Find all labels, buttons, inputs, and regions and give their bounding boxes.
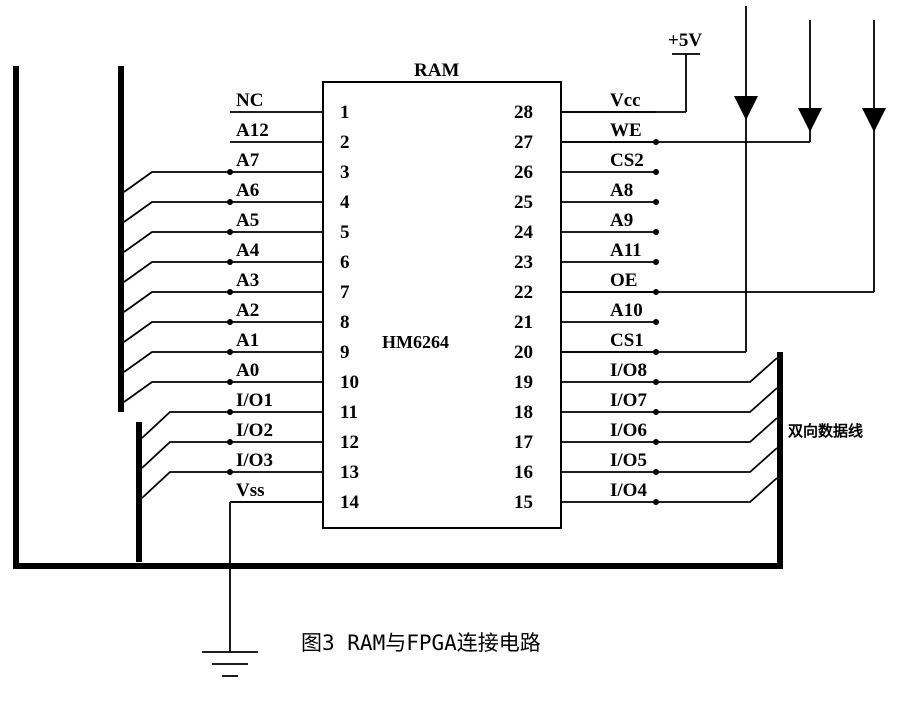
pin-name-left: I/O1 (236, 390, 273, 411)
pin-number-right: 18 (514, 402, 533, 423)
junction-dot (653, 319, 659, 325)
pin-name-left: A2 (236, 300, 259, 321)
pin-number-right: 20 (514, 342, 533, 363)
pin-number-left: 10 (340, 372, 359, 393)
arrow-down-icon (734, 96, 758, 120)
pin-name-right: CS2 (610, 150, 644, 171)
pin-name-right: A8 (610, 180, 633, 201)
pin-name-left: A7 (236, 150, 260, 171)
pin-name-right: Vcc (610, 90, 641, 111)
pin-name-left: I/O2 (236, 420, 273, 441)
pin-name-right: CS1 (610, 330, 644, 351)
pin-number-right: 26 (514, 162, 533, 183)
pin-name-left: Vss (236, 480, 265, 501)
junction-dot (653, 199, 659, 205)
io-bus-link (656, 387, 778, 413)
pin-number-right: 28 (514, 102, 533, 123)
figure-caption: 图3 RAM与FPGA连接电路 (301, 631, 541, 655)
address-bus-link (123, 381, 230, 403)
pin-number-right: 23 (514, 252, 533, 273)
pin-number-right: 19 (514, 372, 533, 393)
arrow-down-icon (798, 108, 822, 132)
chip-title: RAM (414, 60, 459, 81)
pin-number-left: 13 (340, 462, 359, 483)
pin-number-right: 15 (514, 492, 533, 513)
pin-number-right: 17 (514, 432, 534, 453)
pin-number-left: 2 (340, 132, 350, 153)
pin-number-left: 11 (340, 402, 358, 423)
address-bus-link (123, 351, 230, 373)
pin-number-left: 12 (340, 432, 359, 453)
pin-number-left: 4 (340, 192, 350, 213)
pin-name-left: A4 (236, 240, 260, 261)
pin-number-left: 7 (340, 282, 350, 303)
io-bus-link (656, 447, 778, 473)
pin-number-right: 27 (514, 132, 534, 153)
pin-number-left: 3 (340, 162, 350, 183)
data-bus-frame (13, 66, 783, 569)
pin-number-right: 25 (514, 192, 533, 213)
io-bus-link (656, 357, 778, 383)
address-bus-link (123, 321, 230, 343)
pin-number-left: 9 (340, 342, 350, 363)
io-bus-link (141, 441, 230, 469)
bus-label: 双向数据线 (788, 422, 863, 440)
pin-name-right: OE (610, 270, 637, 291)
address-bus-link (123, 261, 230, 283)
io-bus-link (141, 411, 230, 439)
junction-dot (653, 169, 659, 175)
address-bus-link (123, 291, 230, 313)
address-bus-link (123, 231, 230, 253)
pin-name-left: A1 (236, 330, 259, 351)
pin-name-right: I/O6 (610, 420, 647, 441)
pin-number-left: 5 (340, 222, 350, 243)
arrow-down-icon (862, 108, 886, 132)
pin-name-left: NC (236, 90, 263, 111)
address-bus-link (123, 201, 230, 223)
pin-name-left: A12 (236, 120, 269, 141)
pin-number-left: 14 (340, 492, 360, 513)
pin-name-left: A3 (236, 270, 259, 291)
pin-name-right: I/O5 (610, 450, 647, 471)
ram-chip-body (322, 81, 562, 529)
pin-name-right: A11 (610, 240, 642, 261)
pin-number-right: 21 (514, 312, 533, 333)
pin-name-right: A9 (610, 210, 633, 231)
pin-number-left: 1 (340, 102, 350, 123)
io-bus-link (141, 471, 230, 499)
address-bus-link (123, 171, 230, 193)
pin-number-right: 24 (514, 222, 534, 243)
pin-name-right: WE (610, 120, 642, 141)
pin-name-left: A5 (236, 210, 259, 231)
pin-name-left: A0 (236, 360, 259, 381)
pin-number-right: 22 (514, 282, 533, 303)
junction-dot (653, 259, 659, 265)
junction-dot (653, 229, 659, 235)
chip-part-number: HM6264 (382, 332, 449, 352)
pin-name-left: I/O3 (236, 450, 273, 471)
pin-name-right: I/O8 (610, 360, 647, 381)
pin-name-left: A6 (236, 180, 259, 201)
pin-number-left: 8 (340, 312, 350, 333)
pin-number-right: 16 (514, 462, 533, 483)
io-bus-link (656, 477, 778, 503)
pin-name-right: A10 (610, 300, 643, 321)
power-label: +5V (668, 30, 702, 51)
io-bus-link (656, 417, 778, 443)
pin-name-right: I/O7 (610, 390, 647, 411)
pin-number-left: 6 (340, 252, 350, 273)
pin-name-right: I/O4 (610, 480, 647, 501)
